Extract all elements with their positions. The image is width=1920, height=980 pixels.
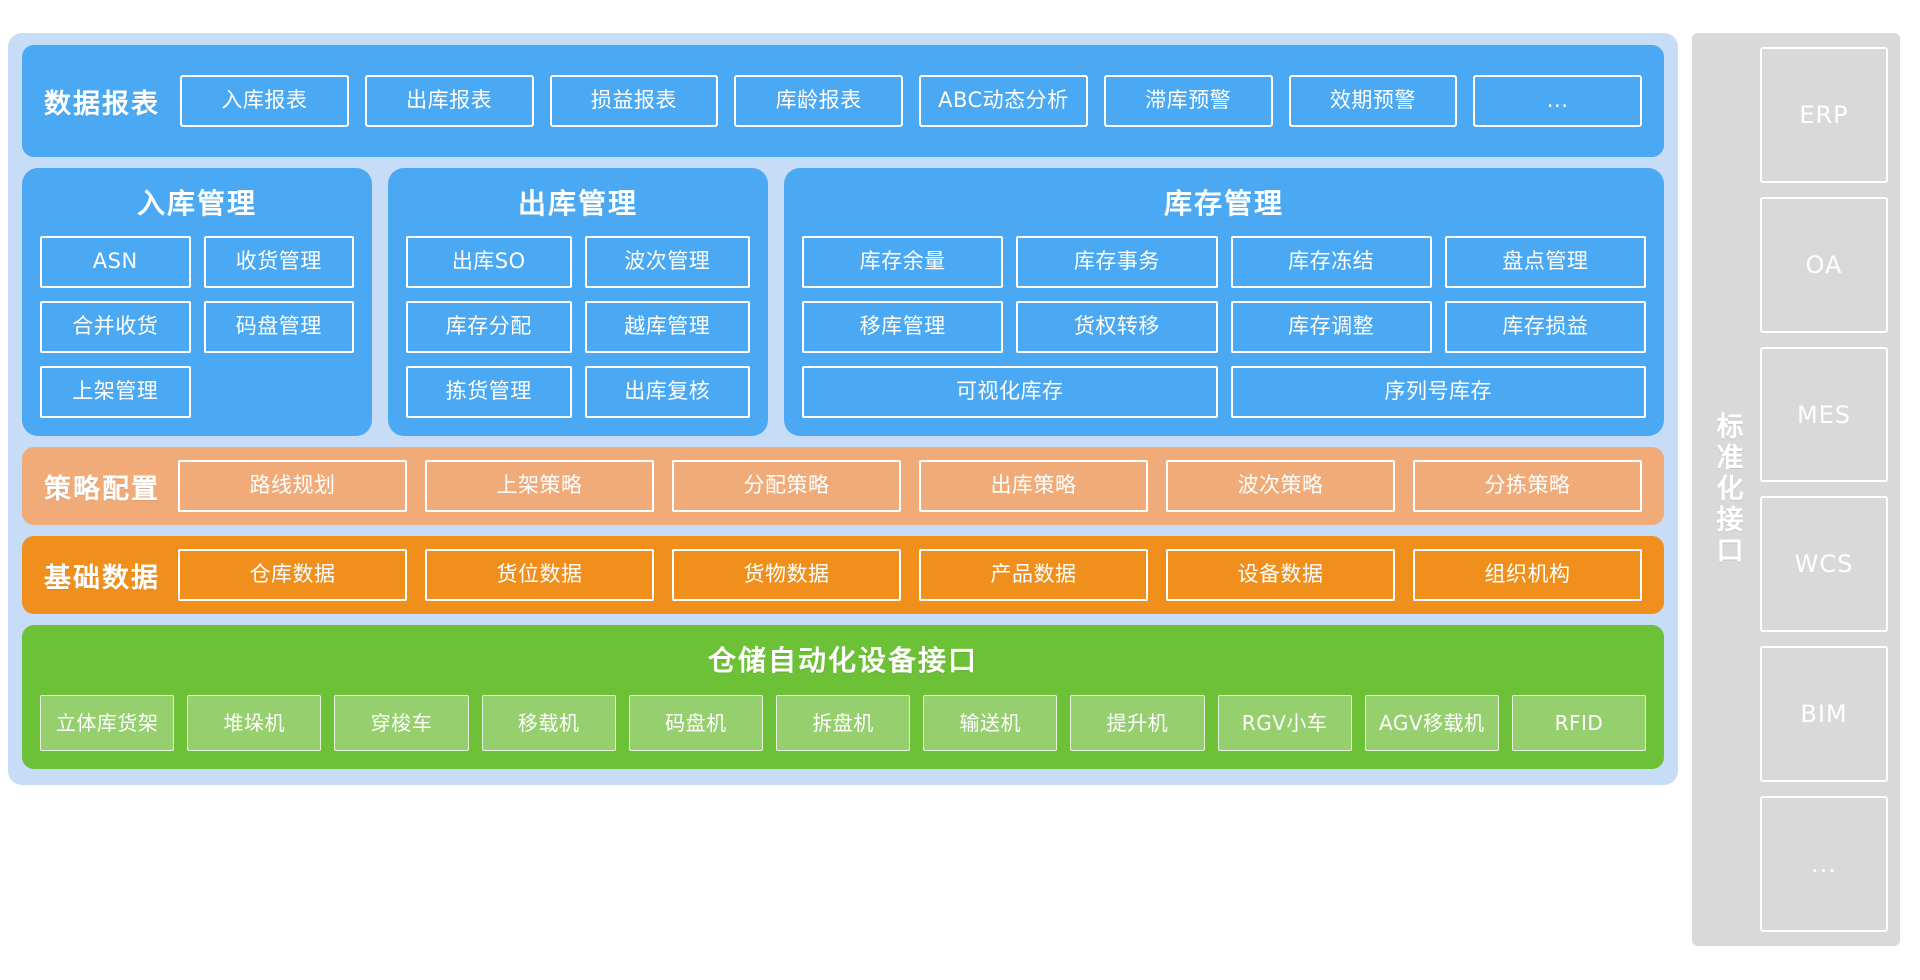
stock-chip-balance[interactable]: 库存余量	[802, 236, 1004, 288]
basedata-chip-location[interactable]: 货位数据	[425, 549, 654, 601]
sidebar-item-bim[interactable]: BIM	[1760, 646, 1888, 783]
outbound-chip-allocation[interactable]: 库存分配	[406, 301, 572, 353]
equipment-chip-depalletizer[interactable]: 拆盘机	[775, 695, 911, 751]
inbound-chip-receiving[interactable]: 收货管理	[203, 236, 354, 288]
equipment-band-title: 仓储自动化设备接口	[707, 644, 978, 677]
basedata-chip-list: 仓库数据 货位数据 货物数据 产品数据 设备数据 组织机构	[178, 549, 1642, 601]
report-chip-slow-moving-alert[interactable]: 滞库预警	[1103, 75, 1273, 127]
strategy-chip-wave[interactable]: 波次策略	[1166, 460, 1395, 512]
outbound-chip-recheck[interactable]: 出库复核	[584, 366, 750, 418]
stock-management-card: 库存管理 库存余量 库存事务 库存冻结 盘点管理 移库管理 货权转移 库存调整 …	[784, 168, 1664, 436]
basedata-chip-goods[interactable]: 货物数据	[672, 549, 901, 601]
stock-chip-profit-loss[interactable]: 库存损益	[1444, 301, 1646, 353]
inbound-chip-palletizing[interactable]: 码盘管理	[203, 301, 354, 353]
equipment-chip-palletizer[interactable]: 码盘机	[628, 695, 763, 751]
stock-chip-grid: 库存余量 库存事务 库存冻结 盘点管理 移库管理 货权转移 库存调整 库存损益 …	[802, 236, 1646, 418]
basedata-band: 基础数据 仓库数据 货位数据 货物数据 产品数据 设备数据 组织机构	[22, 536, 1664, 614]
outbound-management-card: 出库管理 出库SO 波次管理 库存分配 越库管理 拣货管理 出库复核	[388, 168, 768, 436]
management-row: 入库管理 ASN 收货管理 合并收货 码盘管理 上架管理 出库管理 出库SO 波…	[22, 168, 1664, 436]
basedata-chip-warehouse[interactable]: 仓库数据	[178, 549, 407, 601]
stock-card-title: 库存管理	[1163, 187, 1284, 220]
equipment-chip-shuttle[interactable]: 穿梭车	[334, 695, 469, 751]
outbound-chip-crossdock[interactable]: 越库管理	[584, 301, 750, 353]
strategy-band: 策略配置 路线规划 上架策略 分配策略 出库策略 波次策略 分拣策略	[22, 447, 1664, 525]
report-chip-abc-analysis[interactable]: ABC动态分析	[919, 75, 1088, 127]
outbound-chip-grid: 出库SO 波次管理 库存分配 越库管理 拣货管理 出库复核	[406, 236, 750, 418]
sidebar-item-more[interactable]: ...	[1760, 796, 1888, 932]
equipment-chip-conveyor[interactable]: 输送机	[923, 695, 1058, 751]
report-chip-more[interactable]: ...	[1473, 75, 1642, 127]
sidebar-item-wcs[interactable]: WCS	[1760, 496, 1888, 633]
basedata-chip-organization[interactable]: 组织机构	[1413, 549, 1642, 601]
strategy-chip-outbound[interactable]: 出库策略	[919, 460, 1148, 512]
strategy-chip-route-planning[interactable]: 路线规划	[178, 460, 407, 512]
inbound-chip-putaway[interactable]: 上架管理	[40, 366, 191, 418]
inbound-chip-grid: ASN 收货管理 合并收货 码盘管理 上架管理	[40, 236, 354, 418]
reports-band-title: 数据报表	[44, 88, 160, 120]
strategy-band-title: 策略配置	[44, 473, 160, 505]
main-architecture-panel: 数据报表 入库报表 出库报表 损益报表 库龄报表 ABC动态分析 滞库预警 效期…	[8, 33, 1678, 785]
report-chip-stock-age[interactable]: 库龄报表	[734, 75, 903, 127]
equipment-chip-list: 立体库货架 堆垛机 穿梭车 移载机 码盘机 拆盘机 输送机 提升机 RGV小车 …	[40, 695, 1647, 751]
sidebar-item-erp[interactable]: ERP	[1760, 47, 1888, 183]
stock-chip-freeze[interactable]: 库存冻结	[1230, 236, 1432, 288]
equipment-chip-asrs-rack[interactable]: 立体库货架	[40, 695, 175, 751]
sidebar-item-oa[interactable]: OA	[1760, 196, 1888, 333]
strategy-chip-putaway[interactable]: 上架策略	[425, 460, 654, 512]
standard-interface-sidebar: 标准化接口 ERP OA MES WCS BIM ...	[1692, 33, 1900, 946]
stock-chip-stocktaking[interactable]: 盘点管理	[1444, 236, 1646, 288]
inbound-chip-asn[interactable]: ASN	[40, 236, 191, 288]
equipment-band: 仓储自动化设备接口 立体库货架 堆垛机 穿梭车 移载机 码盘机 拆盘机 输送机 …	[22, 625, 1664, 769]
equipment-chip-stacker-crane[interactable]: 堆垛机	[187, 695, 322, 751]
reports-chip-list: 入库报表 出库报表 损益报表 库龄报表 ABC动态分析 滞库预警 效期预警 ..…	[180, 75, 1642, 127]
outbound-card-title: 出库管理	[517, 187, 638, 220]
inbound-chip-merge-receiving[interactable]: 合并收货	[40, 301, 191, 353]
report-chip-inbound[interactable]: 入库报表	[180, 75, 349, 127]
stock-chip-transfer[interactable]: 移库管理	[802, 301, 1004, 353]
stock-chip-serial-inventory[interactable]: 序列号库存	[1230, 366, 1646, 418]
basedata-chip-product[interactable]: 产品数据	[919, 549, 1148, 601]
equipment-chip-rgv[interactable]: RGV小车	[1217, 695, 1352, 751]
report-chip-profit-loss[interactable]: 损益报表	[549, 75, 719, 127]
inbound-management-card: 入库管理 ASN 收货管理 合并收货 码盘管理 上架管理	[22, 168, 372, 436]
sidebar-vertical-label: 标准化接口	[1711, 412, 1743, 567]
outbound-chip-wave[interactable]: 波次管理	[584, 236, 750, 288]
strategy-chip-sorting[interactable]: 分拣策略	[1413, 460, 1642, 512]
stock-chip-visual-inventory[interactable]: 可视化库存	[802, 366, 1218, 418]
report-chip-outbound[interactable]: 出库报表	[364, 75, 534, 127]
equipment-chip-lifter[interactable]: 提升机	[1070, 695, 1205, 751]
equipment-chip-transfer-machine[interactable]: 移载机	[481, 695, 616, 751]
stock-chip-ownership-transfer[interactable]: 货权转移	[1016, 301, 1218, 353]
strategy-chip-allocation[interactable]: 分配策略	[672, 460, 901, 512]
reports-band: 数据报表 入库报表 出库报表 损益报表 库龄报表 ABC动态分析 滞库预警 效期…	[22, 45, 1664, 157]
basedata-band-title: 基础数据	[44, 562, 160, 594]
outbound-chip-picking[interactable]: 拣货管理	[406, 366, 572, 418]
stock-chip-transaction[interactable]: 库存事务	[1016, 236, 1218, 288]
report-chip-expiry-alert[interactable]: 效期预警	[1288, 75, 1458, 127]
strategy-chip-list: 路线规划 上架策略 分配策略 出库策略 波次策略 分拣策略	[178, 460, 1642, 512]
equipment-chip-agv[interactable]: AGV移载机	[1364, 695, 1499, 751]
sidebar-item-list: ERP OA MES WCS BIM ...	[1760, 47, 1888, 932]
sidebar-item-mes[interactable]: MES	[1760, 346, 1888, 483]
inbound-card-title: 入库管理	[136, 187, 257, 220]
outbound-chip-so[interactable]: 出库SO	[406, 236, 572, 288]
stock-chip-adjustment[interactable]: 库存调整	[1230, 301, 1432, 353]
basedata-chip-equipment[interactable]: 设备数据	[1166, 549, 1395, 601]
equipment-chip-rfid[interactable]: RFID	[1511, 695, 1647, 751]
